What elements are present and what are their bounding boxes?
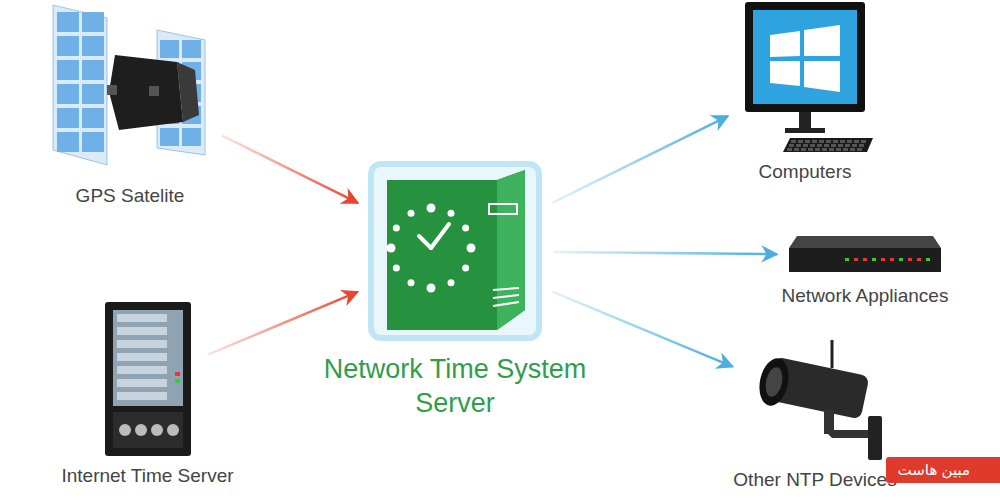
watermark: مبین هاست xyxy=(886,457,1000,483)
node-label: Network Time System Server xyxy=(294,352,616,420)
gps-satellite-icon xyxy=(45,0,215,180)
node-label: Other NTP Devices xyxy=(733,468,896,491)
security-camera-icon xyxy=(740,338,890,464)
gps-satellite: GPS Satelite xyxy=(40,0,220,207)
internet-time-server-icon xyxy=(95,300,201,460)
node-label: Network Appliances xyxy=(782,284,949,307)
computer-monitor-icon xyxy=(735,0,875,156)
internet-time-server: Internet Time Server xyxy=(40,300,255,487)
ntp-server-icon xyxy=(365,158,545,344)
node-label: Internet Time Server xyxy=(61,464,233,487)
network-appliance: Network Appliances xyxy=(755,230,975,307)
node-label: Computers xyxy=(759,160,852,183)
computer-monitor: Computers xyxy=(715,0,895,183)
sync-arrow xyxy=(222,136,358,203)
sync-arrow xyxy=(208,292,358,355)
sync-arrow xyxy=(553,252,777,254)
sync-arrow xyxy=(552,116,728,203)
node-label: GPS Satelite xyxy=(76,184,185,207)
ntp-server: Network Time System Server xyxy=(294,158,616,420)
network-appliance-icon xyxy=(785,230,945,280)
